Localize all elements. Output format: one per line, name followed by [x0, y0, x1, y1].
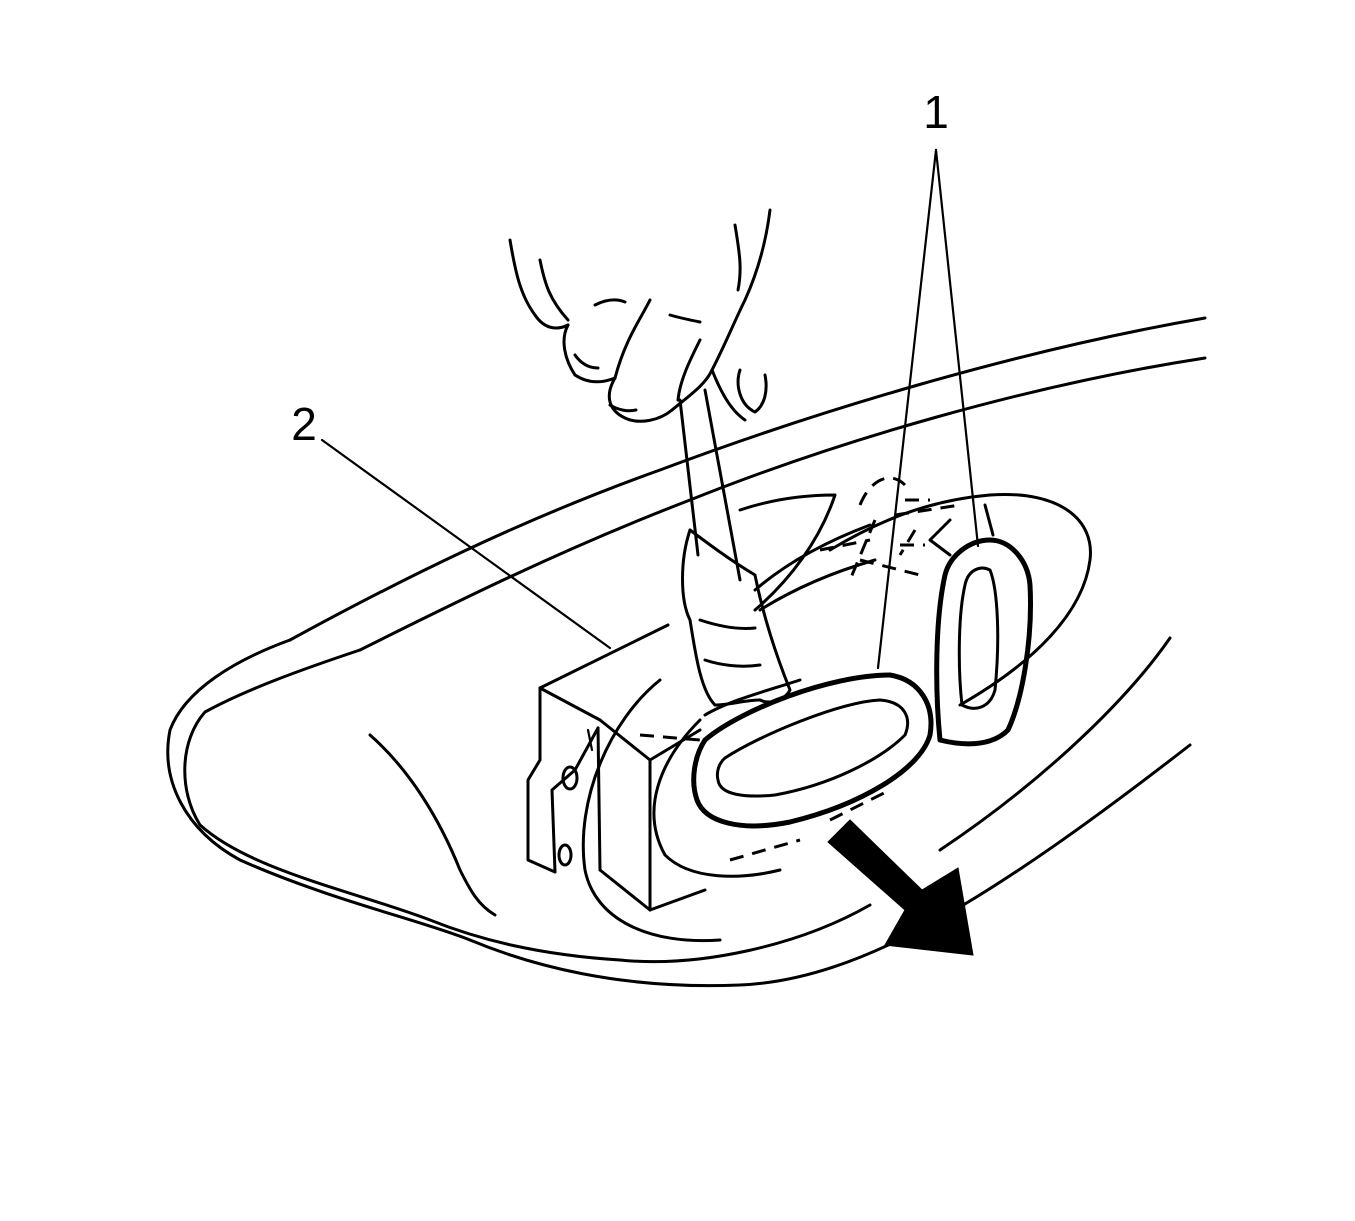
- leader-line-1a: [876, 148, 938, 670]
- switch-buttons: [691, 537, 1033, 829]
- hand-with-tool: [508, 208, 877, 707]
- switch-bezel: [581, 492, 1092, 943]
- callout-1: 1: [923, 86, 949, 138]
- arrow-down-right-icon: [827, 819, 974, 956]
- leader-lines: [320, 148, 980, 670]
- callout-2: 2: [291, 398, 317, 450]
- trim-panel: [166, 316, 1207, 988]
- leader-line-1b: [934, 148, 980, 548]
- hidden-clip-detail: [639, 476, 995, 862]
- leader-line-2: [320, 438, 612, 650]
- switch-housing: [526, 623, 707, 912]
